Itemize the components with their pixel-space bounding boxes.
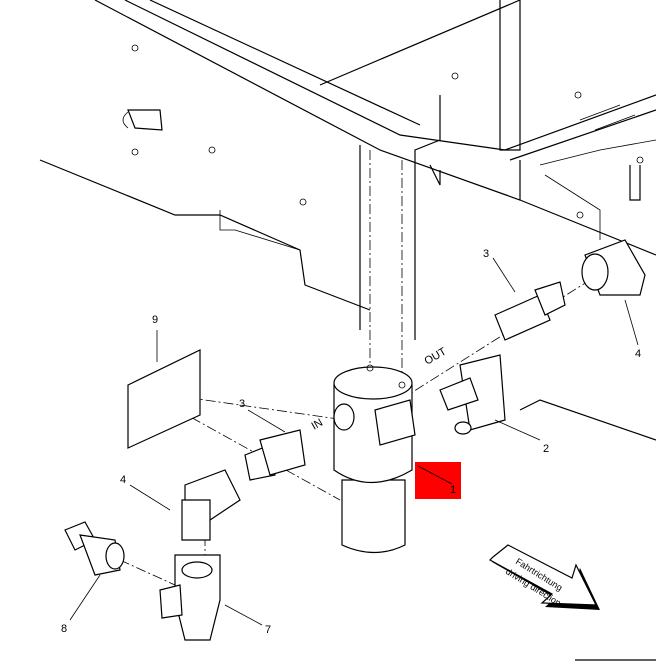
chassis-frame bbox=[39, 0, 656, 661]
callout-8: 8 bbox=[61, 623, 67, 635]
flow-in-label: IN bbox=[310, 417, 326, 433]
callout-3-upper: 3 bbox=[483, 248, 489, 260]
leader-lines bbox=[69, 257, 639, 626]
callout-3-lower: 3 bbox=[239, 398, 245, 410]
part-4-elbows bbox=[181, 239, 646, 541]
part-7-tee bbox=[159, 554, 221, 641]
part-3-fittings bbox=[244, 281, 566, 481]
callout-4-left: 4 bbox=[120, 474, 126, 486]
flow-out-label: OUT bbox=[423, 345, 449, 367]
callout-2: 2 bbox=[543, 443, 549, 455]
callout-4-right: 4 bbox=[635, 348, 641, 360]
part-8-fitting bbox=[64, 521, 125, 576]
callout-7: 7 bbox=[265, 624, 271, 636]
callout-9: 9 bbox=[152, 314, 158, 326]
part-9-label bbox=[127, 349, 201, 449]
filter-housing bbox=[333, 364, 416, 554]
callout-1: 1 bbox=[450, 484, 456, 496]
part-2-bracket bbox=[439, 354, 506, 435]
driving-direction-arrow bbox=[489, 544, 600, 610]
